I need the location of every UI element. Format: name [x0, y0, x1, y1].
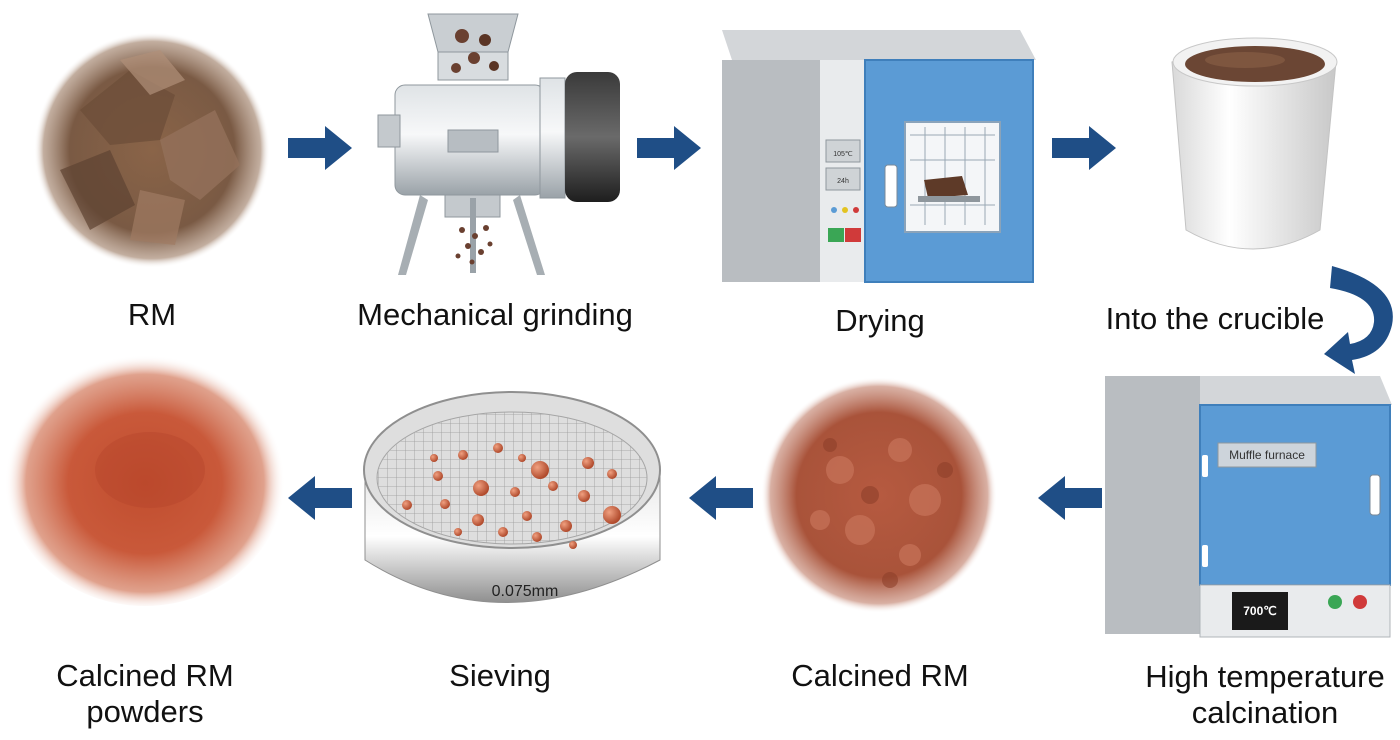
step-label-calcination: High temperature calcination: [1130, 659, 1400, 731]
grinder-illustration: [377, 13, 620, 275]
powders-line-2: powders: [86, 694, 204, 729]
sieve-illustration: 0.075mm: [363, 391, 661, 603]
calcined-powder-image: [5, 350, 285, 606]
step-label-crucible: Into the crucible: [1105, 301, 1325, 336]
arrow-left-icon: [288, 476, 352, 520]
mesh-size-label: 0.075mm: [492, 583, 559, 600]
step-label-calcined-rm: Calcined RM: [791, 658, 969, 693]
arrow-right-icon: [1052, 126, 1116, 170]
curved-arrow-down-icon: [1324, 266, 1393, 374]
oven-temp-readout: 105℃: [833, 151, 853, 158]
oven-time-readout: 24h: [837, 178, 849, 185]
arrow-right-icon: [288, 126, 352, 170]
step-label-sieving: Sieving: [449, 658, 551, 693]
calcination-line-2: calcination: [1191, 695, 1339, 730]
calcination-line-1: High temperature: [1145, 659, 1385, 694]
furnace-temp-display: 700℃: [1243, 604, 1277, 618]
arrow-left-icon: [689, 476, 753, 520]
arrow-right-icon: [637, 126, 701, 170]
arrow-left-icon: [1038, 476, 1102, 520]
step-label-powders: Calcined RM powders: [30, 658, 260, 730]
drying-oven-illustration: 105℃ 24h: [722, 30, 1036, 283]
step-label-rm: RM: [127, 297, 177, 332]
crucible-illustration: [1171, 37, 1338, 250]
muffle-furnace-illustration: Muffle furnace 700℃: [1105, 376, 1392, 638]
step-label-grinding: Mechanical grinding: [357, 297, 633, 332]
rm-image: [34, 32, 270, 268]
calcined-rm-image: [761, 377, 997, 613]
step-label-drying: Drying: [835, 303, 925, 338]
powders-line-1: Calcined RM: [56, 658, 234, 693]
furnace-sign-text: Muffle furnace: [1229, 448, 1305, 462]
